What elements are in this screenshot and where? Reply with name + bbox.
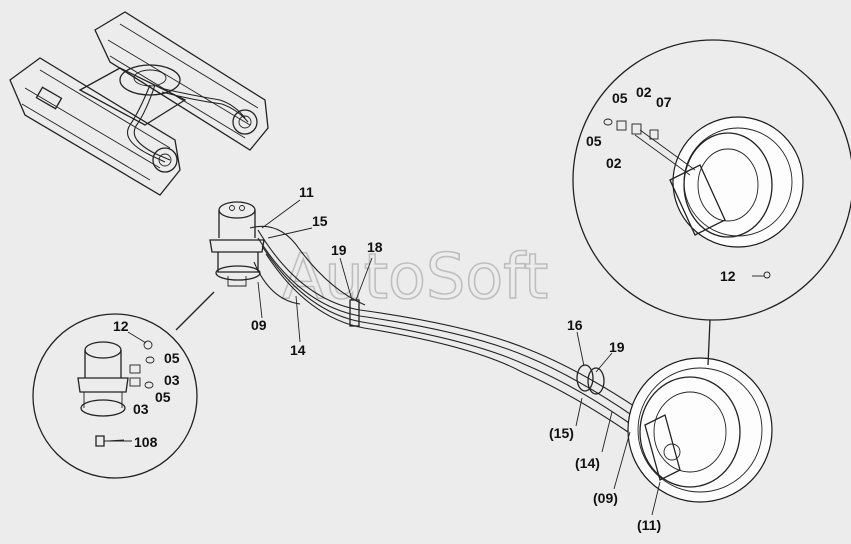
label-detail-05-d: 05: [155, 389, 171, 405]
label-detail-12-left: 12: [113, 318, 129, 334]
label-paren-15: (15): [549, 425, 574, 441]
label-detail-05-a: 05: [612, 90, 628, 106]
label-15: 15: [312, 213, 328, 229]
swivel-joint: [209, 201, 265, 287]
label-18: 18: [367, 239, 383, 255]
label-detail-02-b: 02: [606, 155, 622, 171]
watermark-text: AutoSoft: [282, 240, 548, 313]
label-11: 11: [299, 184, 314, 200]
leader-lines: [107, 199, 661, 516]
label-paren-11: (11): [637, 517, 661, 533]
label-detail-03-a: 03: [164, 372, 180, 388]
label-detail-05-c: 05: [164, 350, 180, 366]
label-detail-12-right: 12: [720, 268, 736, 284]
label-detail-03-b: 03: [133, 401, 149, 417]
travel-motor-lower: [627, 357, 773, 503]
hose-bundle: [249, 225, 641, 433]
label-19-lower: 19: [609, 339, 625, 355]
label-detail-02-a: 02: [636, 84, 652, 100]
label-09: 09: [251, 317, 267, 333]
label-paren-09: (09): [593, 490, 618, 506]
label-detail-108: 108: [134, 434, 158, 450]
detail-circle-swivel: [32, 291, 215, 479]
part-labels: 11 15 19 18 09 14 16 19 (15) (14) (09) (…: [113, 84, 736, 533]
label-paren-14: (14): [575, 455, 600, 471]
label-16: 16: [567, 317, 583, 333]
label-detail-05-b: 05: [586, 133, 602, 149]
label-14: 14: [290, 342, 306, 358]
undercarriage-overview: [9, 11, 269, 196]
label-19-upper: 19: [331, 242, 347, 258]
label-detail-07: 07: [656, 94, 672, 110]
detail-circle-motor: [572, 39, 851, 366]
